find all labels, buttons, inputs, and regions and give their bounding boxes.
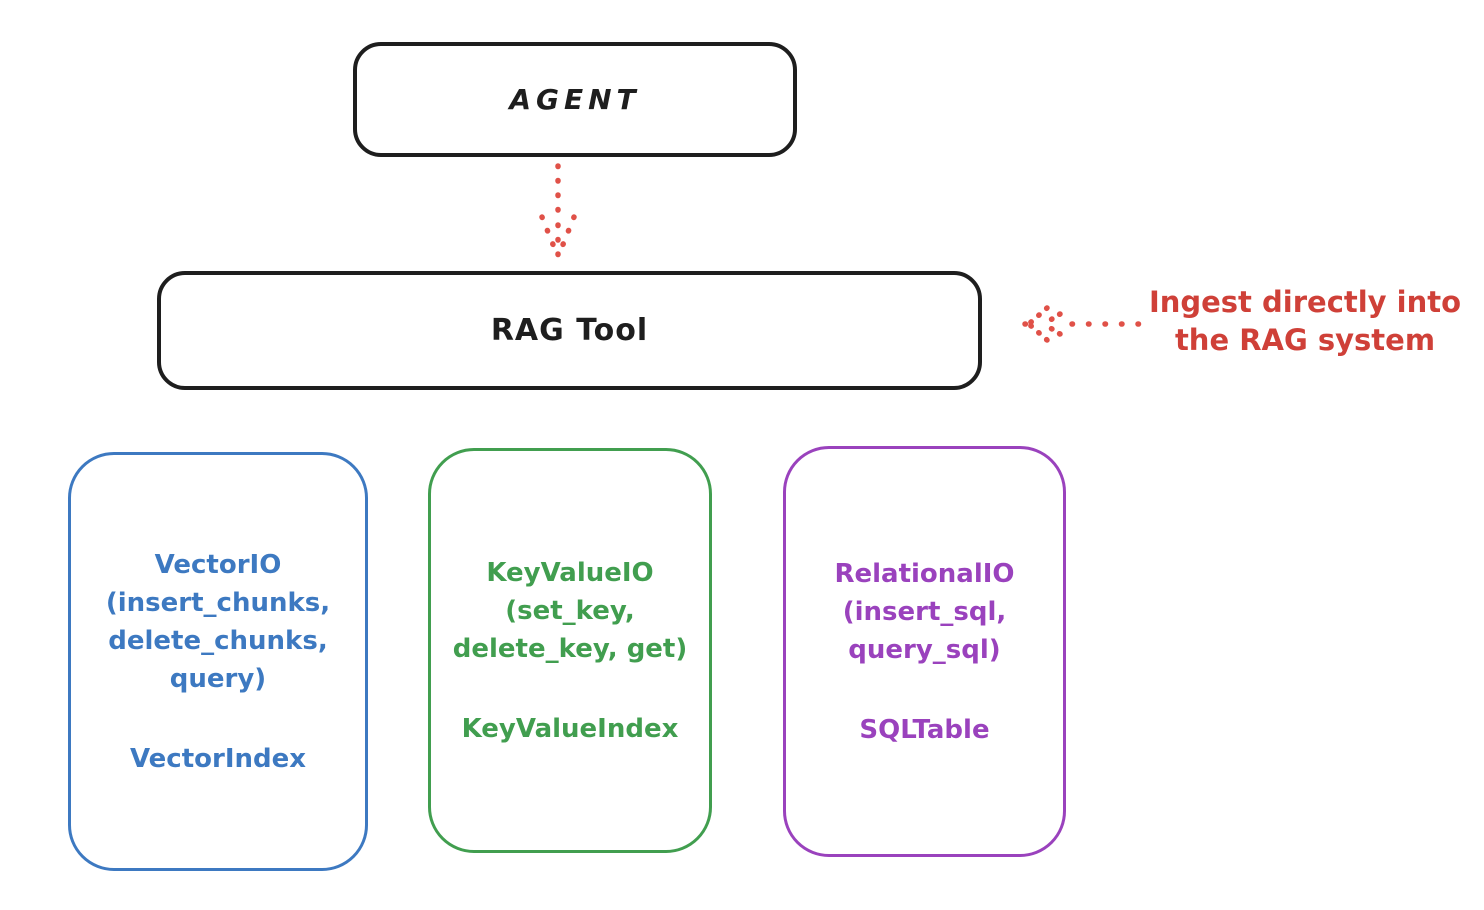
ingest-arrow-icon	[1022, 305, 1143, 343]
rag-tool-node: RAG Tool	[157, 271, 982, 390]
keyvalue-io-box: KeyValueIO (set_key, delete_key, get) Ke…	[428, 448, 712, 853]
agent-node: AGENT	[353, 42, 797, 157]
keyvalue-index-label: KeyValueIndex	[461, 713, 679, 744]
rag-tool-label: RAG Tool	[490, 313, 649, 348]
relational-io-box: RelationalIO (insert_sql, query_sql) SQL…	[783, 446, 1066, 857]
agent-label: AGENT	[509, 83, 641, 116]
relational-io-api-label: RelationalIO (insert_sql, query_sql)	[834, 558, 1015, 665]
keyvalue-io-api-label: KeyValueIO (set_key, delete_key, get)	[452, 557, 688, 664]
vector-index-label: VectorIndex	[129, 743, 307, 774]
agent-to-ragtool-arrow-icon	[539, 163, 577, 260]
vector-io-box: VectorIO (insert_chunks, delete_chunks, …	[68, 452, 368, 871]
sql-table-label: SQLTable	[859, 714, 990, 745]
ingest-annotation: Ingest directly into the RAG system	[1148, 285, 1462, 357]
vector-io-api-label: VectorIO (insert_chunks, delete_chunks, …	[105, 549, 331, 694]
